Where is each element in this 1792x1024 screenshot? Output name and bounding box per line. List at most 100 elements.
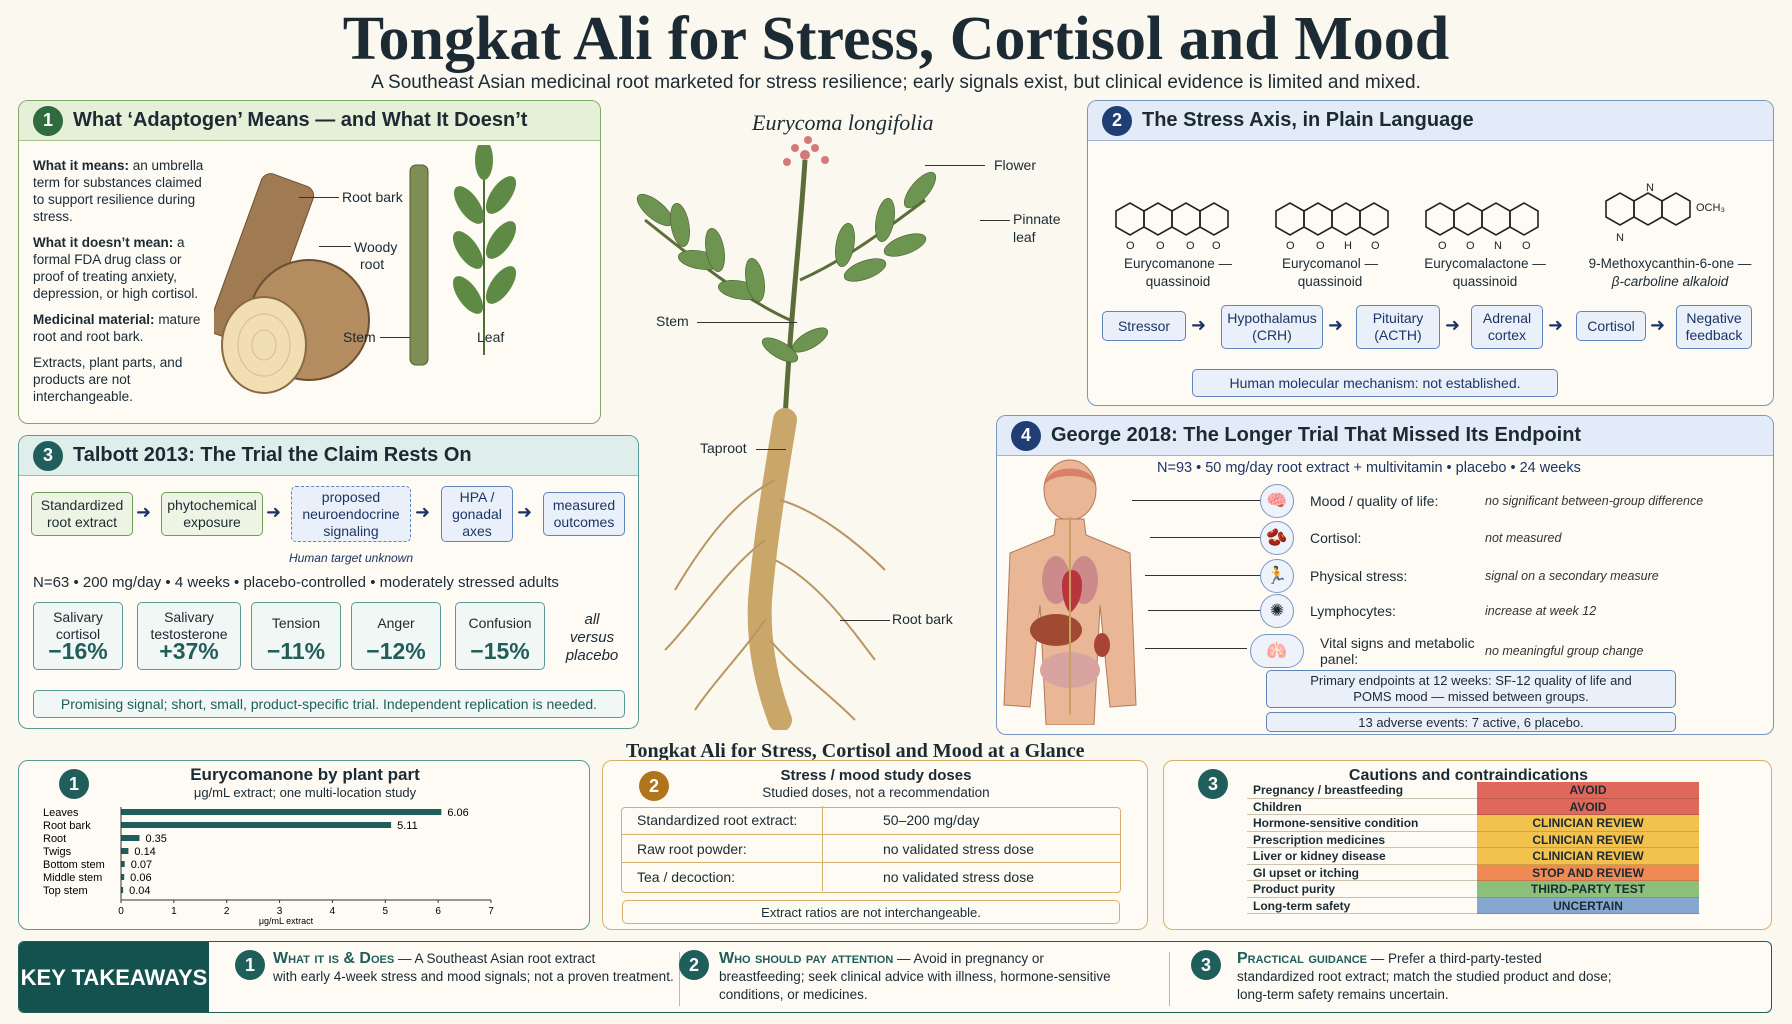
kidney-icon: 🫘	[1260, 521, 1294, 555]
label-taproot: Taproot	[700, 440, 747, 456]
chart-bar	[121, 874, 125, 880]
chart-category-label: Leaves	[43, 807, 79, 819]
arrow-icon: ➜	[136, 502, 152, 522]
svg-text:H: H	[1344, 240, 1352, 251]
panel-stress-axis-title: The Stress Axis, in Plain Language	[1142, 109, 1474, 131]
george-row-physical: 🏃 Physical stress: signal on a secondary…	[1260, 559, 1792, 593]
chart-panel: 1 Eurycomanone by plant part μg/mL extra…	[18, 760, 590, 930]
brain-icon: 🧠	[1260, 484, 1294, 518]
label-flower: Flower	[994, 157, 1037, 173]
caution-item: Pregnancy / breastfeeding	[1247, 782, 1477, 799]
takeaway-number: 3	[1191, 950, 1221, 980]
caution-item: Product purity	[1247, 881, 1477, 898]
takeaway-number: 1	[235, 950, 265, 980]
talbott-design: N=63 • 200 mg/day • 4 weeks • placebo-co…	[33, 574, 559, 591]
george-row-lymphocytes: ✺ Lymphocytes: increase at week 12	[1260, 594, 1792, 628]
compound-3-class: quassinoid	[1452, 274, 1518, 289]
chart-category-label: Middle stem	[43, 872, 102, 884]
svg-text:O: O	[1316, 240, 1325, 251]
chart-bar	[121, 822, 392, 828]
doses-panel: 2 Stress / mood study doses Studied dose…	[602, 760, 1148, 930]
george-row-value: signal on a secondary measure	[1485, 569, 1659, 583]
compound-1: Eurycomanone — quassinoid	[1108, 255, 1248, 291]
compound-3: Eurycomalactone — quassinoid	[1410, 255, 1560, 291]
section-number: 3	[1198, 769, 1228, 799]
section-number: 2	[1102, 105, 1132, 136]
compound-4-class: β-carboline alkaloid	[1611, 274, 1729, 289]
caution-status: STOP AND REVIEW	[1477, 864, 1699, 881]
section-number: 2	[639, 771, 669, 801]
panel-adaptogen-header: 1 What ‘Adaptogen’ Means — and What It D…	[19, 101, 600, 141]
svg-text:N: N	[1646, 182, 1654, 194]
section-number: 4	[1011, 420, 1041, 451]
plant-illustration	[636, 136, 937, 730]
arrow-icon: ➜	[266, 502, 282, 522]
arrow-icon: ➜	[517, 502, 533, 522]
means-text: an umbrella term for substances claimed …	[33, 158, 204, 224]
chart-data-label: 6.06	[447, 807, 468, 819]
compound-1-class: quassinoid	[1145, 274, 1211, 289]
adaptogen-text: What it means: an umbrella term for subs…	[33, 157, 213, 405]
panel-stress-axis-header: 2 The Stress Axis, in Plain Language	[1088, 101, 1773, 141]
material-text: mature root and root bark.	[33, 312, 201, 344]
caution-item: GI upset or itching	[1247, 865, 1477, 881]
section-number: 1	[33, 105, 63, 136]
svg-text:O: O	[1212, 240, 1221, 251]
chart-data-label: 0.04	[129, 885, 150, 897]
svg-text:N: N	[1616, 232, 1624, 244]
axis-cortisol: Cortisol	[1576, 311, 1646, 341]
svg-text:O: O	[1156, 240, 1165, 251]
panel-talbott-header: 3 Talbott 2013: The Trial the Claim Rest…	[19, 436, 638, 476]
panel-talbott: 3 Talbott 2013: The Trial the Claim Rest…	[18, 435, 639, 729]
svg-text:O: O	[1522, 240, 1531, 251]
panel-adaptogen: 1 What ‘Adaptogen’ Means — and What It D…	[18, 100, 601, 424]
key-takeaways: KEY TAKEAWAYS 1 What it is & Does — A So…	[18, 941, 1772, 1013]
compound-2: Eurycomanol — quassinoid	[1260, 255, 1400, 291]
george-row-value: increase at week 12	[1485, 604, 1597, 618]
arrow-icon: ➜	[1191, 315, 1207, 335]
mechanism-note: Human molecular mechanism: not establish…	[1192, 369, 1558, 397]
doses-table	[621, 807, 1121, 893]
page-title: Tongkat Ali for Stress, Cortisol and Moo…	[342, 5, 1450, 73]
chart-category-label: Twigs	[43, 846, 72, 858]
takeaway-2: Who should pay attention — Avoid in preg…	[719, 950, 1111, 1002]
chart-tick-label: 4	[330, 906, 336, 917]
cautions-title: Cautions and contraindications	[1348, 767, 1589, 784]
caution-status: AVOID	[1477, 782, 1699, 799]
chart-tick-label: 5	[383, 906, 389, 917]
george-row-key: Cortisol:	[1310, 530, 1362, 546]
dose-row-powder: Raw root powder: no validated stress dos…	[622, 834, 1120, 863]
chart-tick-label: 1	[171, 906, 177, 917]
arrow-icon: ➜	[1445, 315, 1461, 335]
adverse-events: 13 adverse events: 7 active, 6 placebo.	[1266, 712, 1676, 732]
doses-title: Stress / mood study doses	[780, 767, 972, 784]
extracts-text: Extracts, plant parts, and products are …	[33, 355, 183, 404]
compound-2-class: quassinoid	[1297, 274, 1363, 289]
metric-tension: Tension −11%	[251, 602, 341, 670]
label-leaf: Leaf	[477, 329, 505, 345]
label-pinnate-1: Pinnate	[1013, 211, 1061, 227]
primary-endpoints: Primary endpoints at 12 weeks: SF-12 qua…	[1266, 670, 1676, 708]
cell-icon: ✺	[1260, 594, 1294, 628]
section-number: 3	[33, 440, 63, 471]
chart-bar	[121, 809, 442, 815]
svg-text:O: O	[1286, 240, 1295, 251]
arrow-icon: ➜	[1328, 315, 1344, 335]
compound-3-name: Eurycomalactone —	[1424, 256, 1546, 271]
talbott-conclusion: Promising signal; short, small, product-…	[33, 690, 625, 718]
metric-anger: Anger −12%	[351, 602, 441, 670]
arrow-icon: ➜	[1650, 315, 1666, 335]
svg-text:O: O	[1371, 240, 1380, 251]
